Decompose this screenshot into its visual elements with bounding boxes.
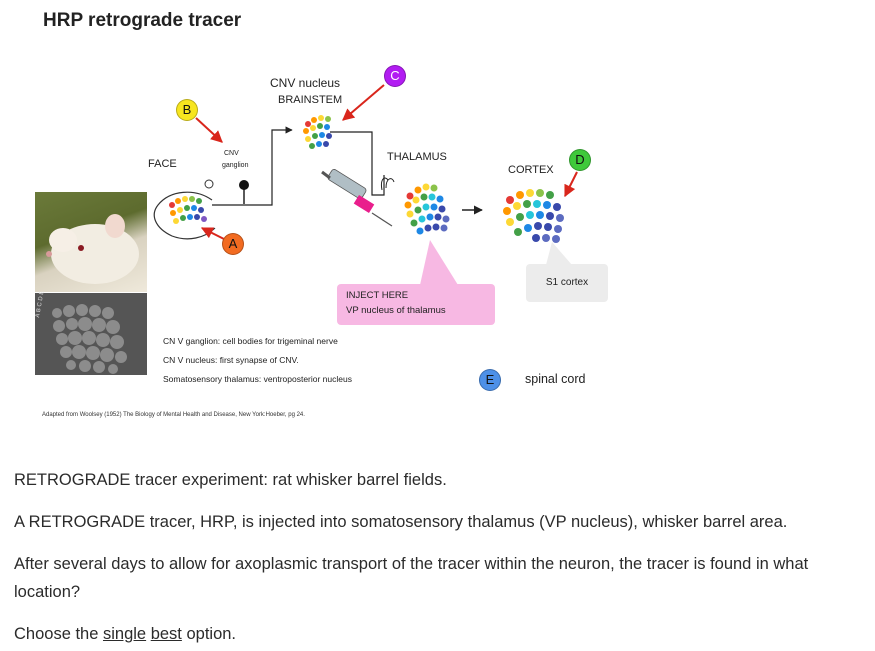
instruction-single: single — [102, 625, 147, 643]
figure-credit: Adapted from Woolsey (1952) The Biology … — [42, 412, 305, 418]
face-whisker-map — [169, 196, 207, 224]
question-prompt: After several days to allow for axoplasm… — [14, 555, 809, 601]
spinal-cord-label: spinal cord — [525, 372, 586, 386]
syringe-drawing — [321, 169, 393, 227]
peripheral-branch — [212, 126, 293, 206]
pathway-drawing — [153, 84, 578, 285]
note-thalamus: Somatosensory thalamus: ventroposterior … — [163, 374, 352, 384]
thalamus-label: THALAMUS — [387, 151, 447, 163]
hrp-diagram: HRP retrograde tracer A B C D E — [0, 0, 610, 440]
inject-callout: INJECT HERE VP nucleus of thalamus — [337, 284, 495, 325]
cnv-ganglion-label-1: CNV — [224, 150, 239, 157]
marker-b: B — [176, 99, 198, 121]
s1-callout-pointer — [546, 242, 572, 265]
brainstem-label: BRAINSTEM — [278, 94, 343, 106]
question-instruction: Choose the single best option. — [14, 620, 866, 648]
question-setup: A RETROGRADE tracer, HRP, is injected in… — [14, 513, 788, 531]
instruction-post: option. — [181, 625, 237, 643]
arrow-c — [342, 84, 385, 121]
barrel-section-photo: A B C D E — [35, 290, 147, 375]
instruction-best: best — [150, 625, 182, 643]
arrow-a — [200, 227, 227, 241]
s1-cortex-callout: S1 cortex — [526, 264, 608, 302]
note-nucleus: CN V nucleus: first synapse of CNV. — [163, 355, 299, 365]
marker-a: A — [222, 233, 244, 255]
rat-drawing — [46, 214, 139, 284]
rat-photo — [35, 192, 147, 292]
brainstem-nucleus-map — [303, 115, 332, 149]
cnv-nucleus-label: CNV nucleus — [270, 76, 341, 90]
lemniscal-pathway — [330, 131, 385, 196]
thalamus-map — [404, 183, 450, 235]
inject-here-label: INJECT HERE — [346, 290, 409, 301]
ganglion-cell-body — [239, 180, 249, 190]
face-outline — [153, 191, 216, 240]
marker-d: D — [569, 149, 591, 171]
cortex-label: CORTEX — [508, 164, 554, 176]
marker-e: E — [479, 369, 501, 391]
note-ganglion: CN V ganglion: cell bodies for trigemina… — [163, 336, 338, 346]
barrel-field-drawing — [52, 304, 127, 374]
arrow-b — [195, 117, 223, 143]
instruction-pre: Choose the — [14, 625, 103, 643]
marker-c: C — [384, 65, 406, 87]
face-label: FACE — [148, 158, 177, 170]
cnv-ganglion-label-2: ganglion — [222, 162, 249, 169]
vp-nucleus-label: VP nucleus of thalamus — [346, 305, 446, 316]
face-eye — [204, 179, 214, 189]
diagram-title: HRP retrograde tracer — [43, 10, 242, 31]
cortex-barrel-map — [503, 189, 564, 243]
inject-callout-pointer — [420, 240, 458, 285]
question-intro: RETROGRADE tracer experiment: rat whiske… — [14, 471, 447, 489]
terminal-fork — [381, 177, 395, 191]
arrow-d — [564, 171, 578, 198]
